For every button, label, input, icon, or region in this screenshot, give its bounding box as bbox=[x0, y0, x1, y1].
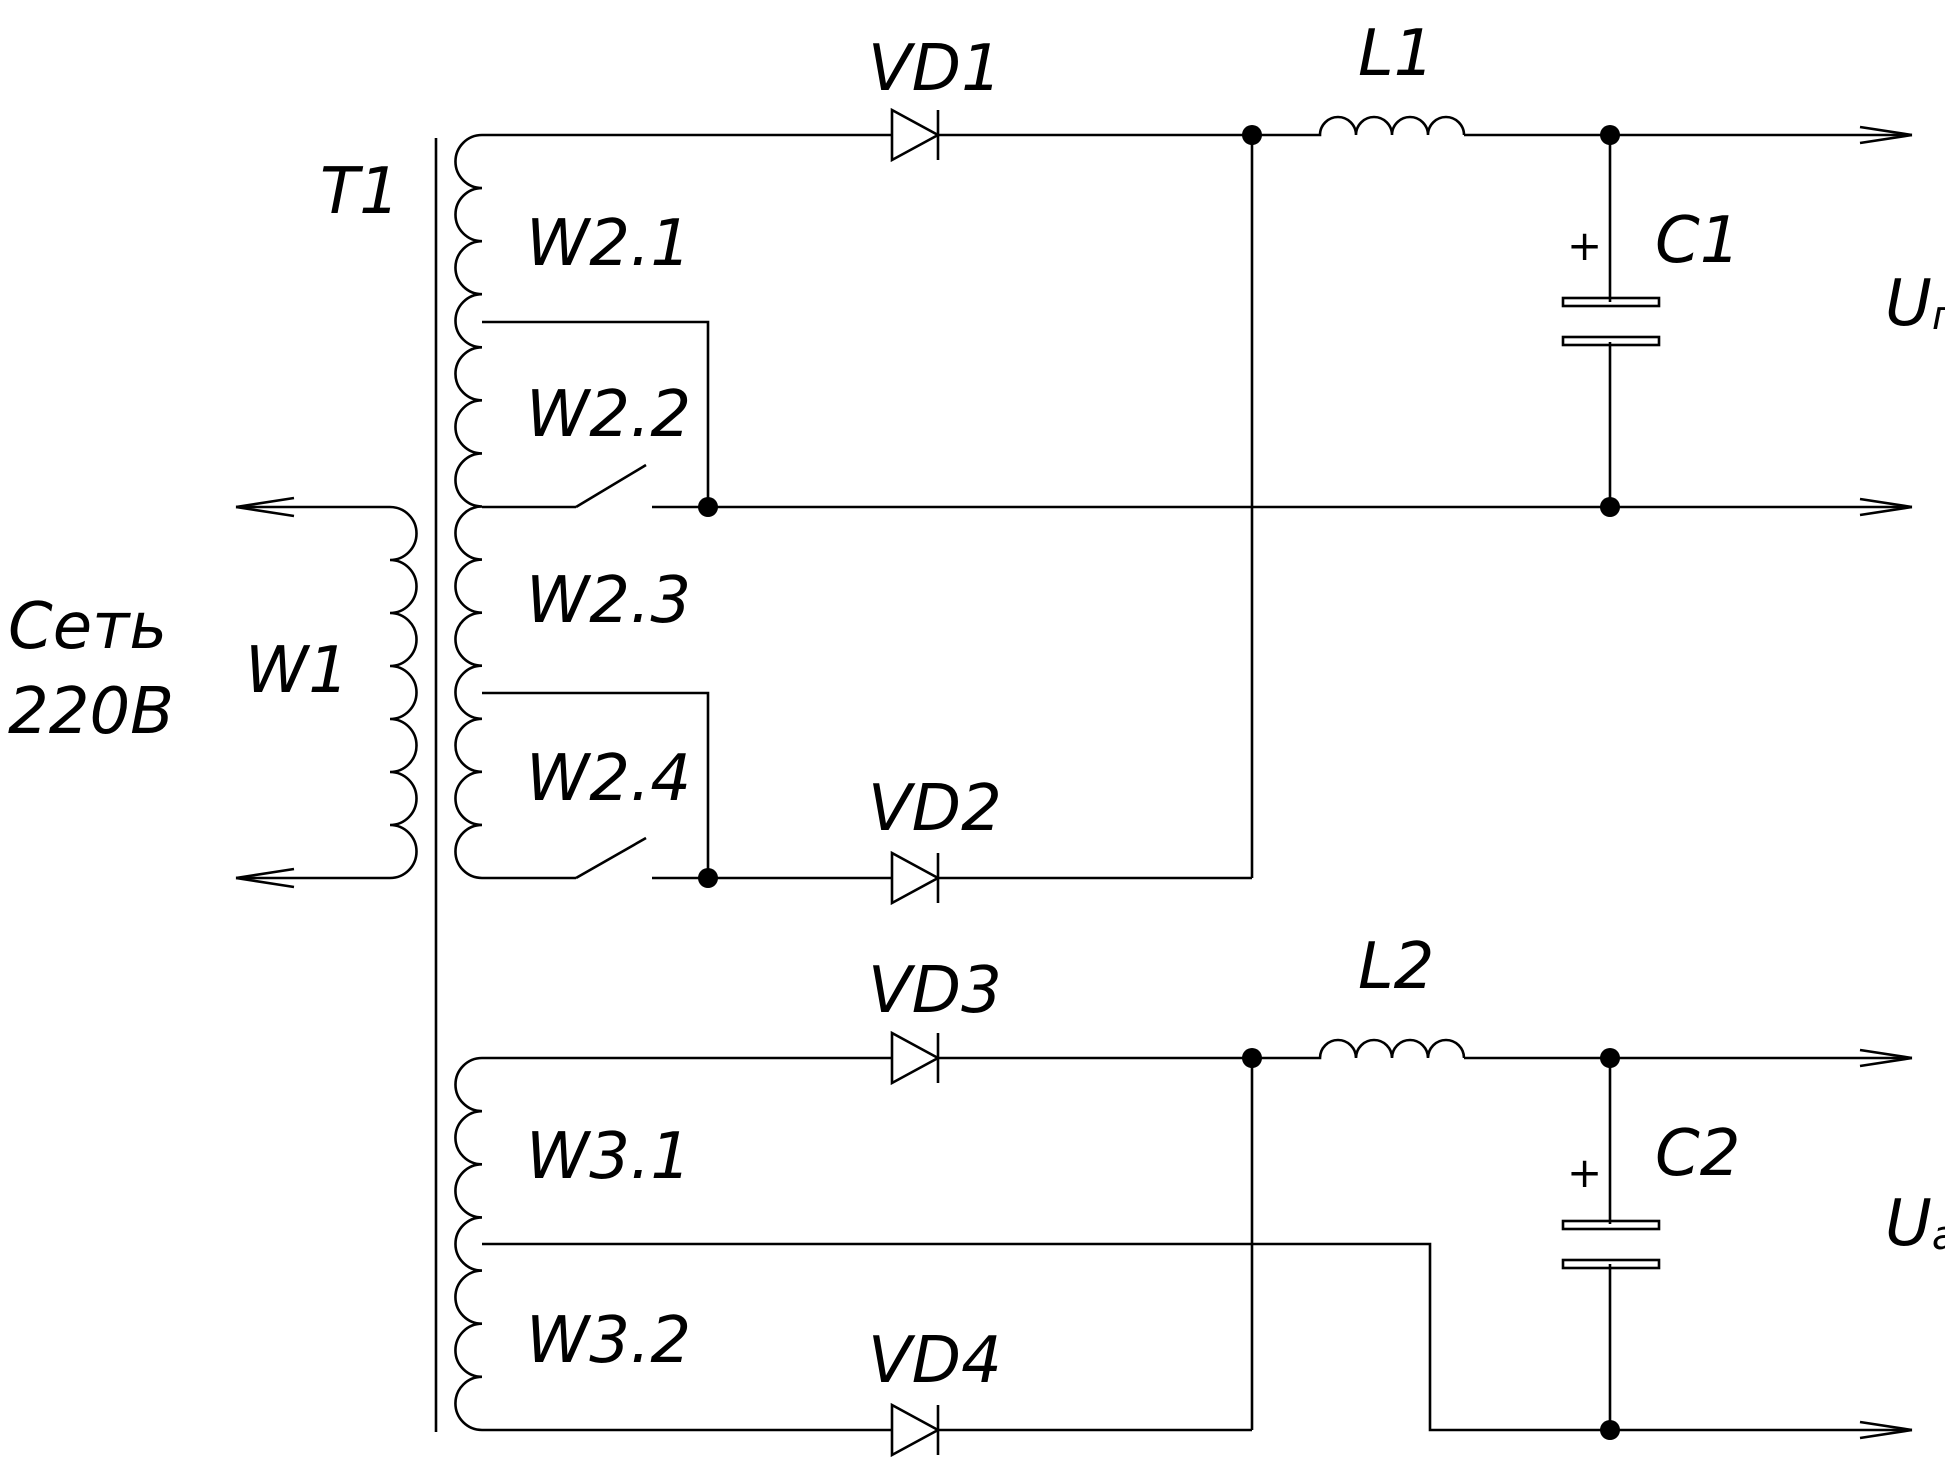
wire-tap-w21-w22 bbox=[482, 320, 710, 507]
label-w23: W2.3 bbox=[526, 564, 691, 638]
diode-vd4 bbox=[890, 1402, 941, 1458]
junction-dot bbox=[1242, 1048, 1262, 1068]
switch-s1-blade bbox=[575, 463, 647, 509]
switch-s2-blade bbox=[575, 836, 647, 880]
label-vd4: VD4 bbox=[868, 1324, 1002, 1398]
output-arrow-ua-top bbox=[1859, 1048, 1913, 1068]
label-w1: W1 bbox=[245, 634, 349, 708]
label-c1-plus: + bbox=[1567, 221, 1602, 270]
label-l2: L2 bbox=[1358, 930, 1434, 1004]
inductor-l1 bbox=[1252, 115, 1466, 137]
mains-input-arrow-bottom bbox=[235, 867, 295, 889]
junction-dot bbox=[1242, 125, 1262, 145]
label-w21: W2.1 bbox=[526, 207, 691, 281]
diode-vd2 bbox=[890, 850, 941, 906]
secondary-winding-w2 bbox=[454, 133, 483, 880]
output-arrow-up-top bbox=[1859, 125, 1913, 145]
label-vd3: VD3 bbox=[868, 954, 1002, 1028]
label-c2-plus: + bbox=[1567, 1148, 1602, 1197]
label-vd1: VD1 bbox=[868, 32, 1002, 106]
capacitor-c2 bbox=[1561, 1219, 1661, 1270]
junction-dot bbox=[1600, 125, 1620, 145]
output-arrow-ua-bottom bbox=[1859, 1420, 1913, 1440]
secondary-winding-w3 bbox=[454, 1056, 483, 1432]
junction-dot bbox=[1600, 1048, 1620, 1068]
inductor-l2 bbox=[1252, 1038, 1466, 1060]
label-t1: T1 bbox=[320, 155, 400, 229]
label-l1: L1 bbox=[1358, 17, 1434, 91]
label-w32: W3.2 bbox=[526, 1304, 691, 1378]
junction-dot bbox=[698, 497, 718, 517]
diode-vd1 bbox=[890, 107, 941, 163]
junction-dot bbox=[1600, 497, 1620, 517]
junction-dot bbox=[698, 868, 718, 888]
label-w31: W3.1 bbox=[526, 1120, 691, 1194]
label-c2: C2 bbox=[1655, 1117, 1740, 1191]
label-w24: W2.4 bbox=[526, 742, 691, 816]
output-arrow-up-bottom bbox=[1859, 497, 1913, 517]
label-w22: W2.2 bbox=[526, 378, 691, 452]
label-mains-line1: Сеть bbox=[8, 590, 167, 664]
diode-vd3 bbox=[890, 1030, 941, 1086]
mains-input-arrow-top bbox=[235, 496, 295, 518]
label-c1: C1 bbox=[1655, 204, 1740, 278]
junction-dot bbox=[1600, 1420, 1620, 1440]
label-vd2: VD2 bbox=[868, 772, 1002, 846]
label-mains-line2: 220В bbox=[8, 675, 174, 749]
label-output-up: Uп bbox=[1885, 267, 1945, 341]
label-output-ua: Uа bbox=[1885, 1187, 1945, 1261]
wire-tap-w23-w24 bbox=[482, 691, 710, 878]
capacitor-c1 bbox=[1561, 296, 1661, 347]
wire-w3-center-tap bbox=[482, 1242, 1912, 1432]
primary-winding-w1 bbox=[236, 505, 418, 880]
